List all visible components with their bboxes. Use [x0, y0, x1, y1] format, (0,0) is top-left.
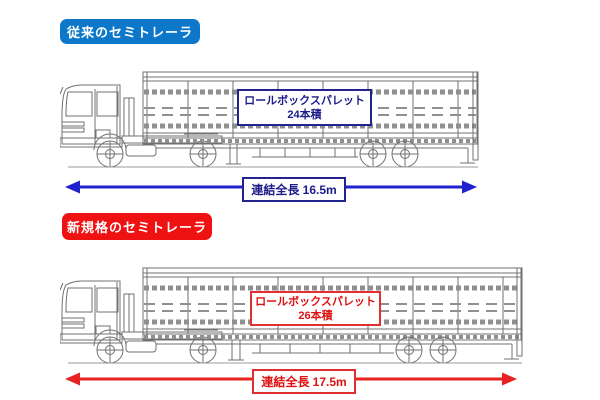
cargo-count: 26本積 — [298, 309, 333, 322]
new-standard-length-label: 連結全長 17.5m — [252, 369, 356, 394]
cargo-name: ロールボックスパレット — [255, 295, 376, 308]
conventional-truck-illustration — [60, 71, 479, 168]
new-standard-badge: 新規格のセミトレーラ — [62, 213, 212, 240]
conventional-cargo-label: ロールボックスパレット 24本積 — [237, 89, 372, 126]
conventional-badge: 従来のセミトレーラ — [60, 19, 200, 44]
new-standard-cargo-label: ロールボックスパレット 26本積 — [250, 291, 381, 326]
cargo-name: ロールボックスパレット — [244, 94, 365, 107]
cargo-count: 24本積 — [287, 108, 322, 121]
conventional-length-label: 連結全長 16.5m — [242, 177, 346, 202]
